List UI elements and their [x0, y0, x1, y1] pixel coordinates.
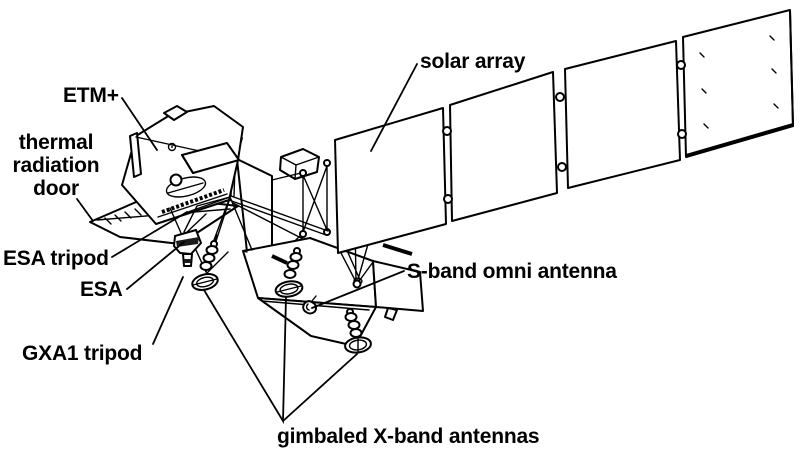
hinge-fittings	[442, 60, 687, 204]
leader-x-band	[203, 289, 358, 425]
solar-array	[334, 9, 794, 254]
s-band-omni-antenna	[302, 295, 317, 315]
label-thermal-line1: thermal	[19, 131, 93, 154]
tripod-struts	[169, 196, 253, 274]
label-x-band: gimbaled X-band antennas	[277, 425, 539, 448]
label-solar-array: solar array	[420, 50, 526, 73]
panel-tick-marks	[699, 35, 779, 129]
label-gxa1-tripod: GXA1 tripod	[22, 342, 142, 365]
etm-side-fin	[129, 132, 142, 178]
x-band-antenna-1	[191, 240, 219, 291]
leader-gxa1-tripod	[152, 276, 184, 345]
leader-etm	[121, 97, 158, 151]
leader-s-band	[311, 270, 405, 309]
label-thermal-line3: door	[33, 177, 79, 200]
label-s-band: S-band omni antenna	[407, 260, 617, 283]
etm-scan-mirror	[165, 176, 207, 198]
label-etm: ETM+	[63, 84, 119, 107]
label-esa: ESA	[80, 278, 123, 301]
esa-tripod-struts	[169, 196, 231, 234]
panel-edge-shadow	[685, 123, 794, 158]
leader-solar-array	[370, 63, 418, 152]
leader-esa	[126, 241, 185, 290]
etm-instrument	[121, 105, 244, 225]
etm-top-fitting	[163, 105, 188, 121]
leader-thermal-door	[76, 198, 94, 222]
label-esa-tripod: ESA tripod	[3, 247, 109, 270]
leader-esa-tripod	[111, 211, 188, 258]
leader-lines	[76, 63, 418, 425]
door-hatch-marks	[104, 205, 152, 225]
x-band-antenna-2	[274, 247, 304, 298]
x-band-antenna-3	[344, 308, 372, 354]
label-thermal-line2: radiation	[13, 154, 100, 177]
labels: ETM+ thermal radiation door ESA tripod E…	[3, 50, 617, 448]
